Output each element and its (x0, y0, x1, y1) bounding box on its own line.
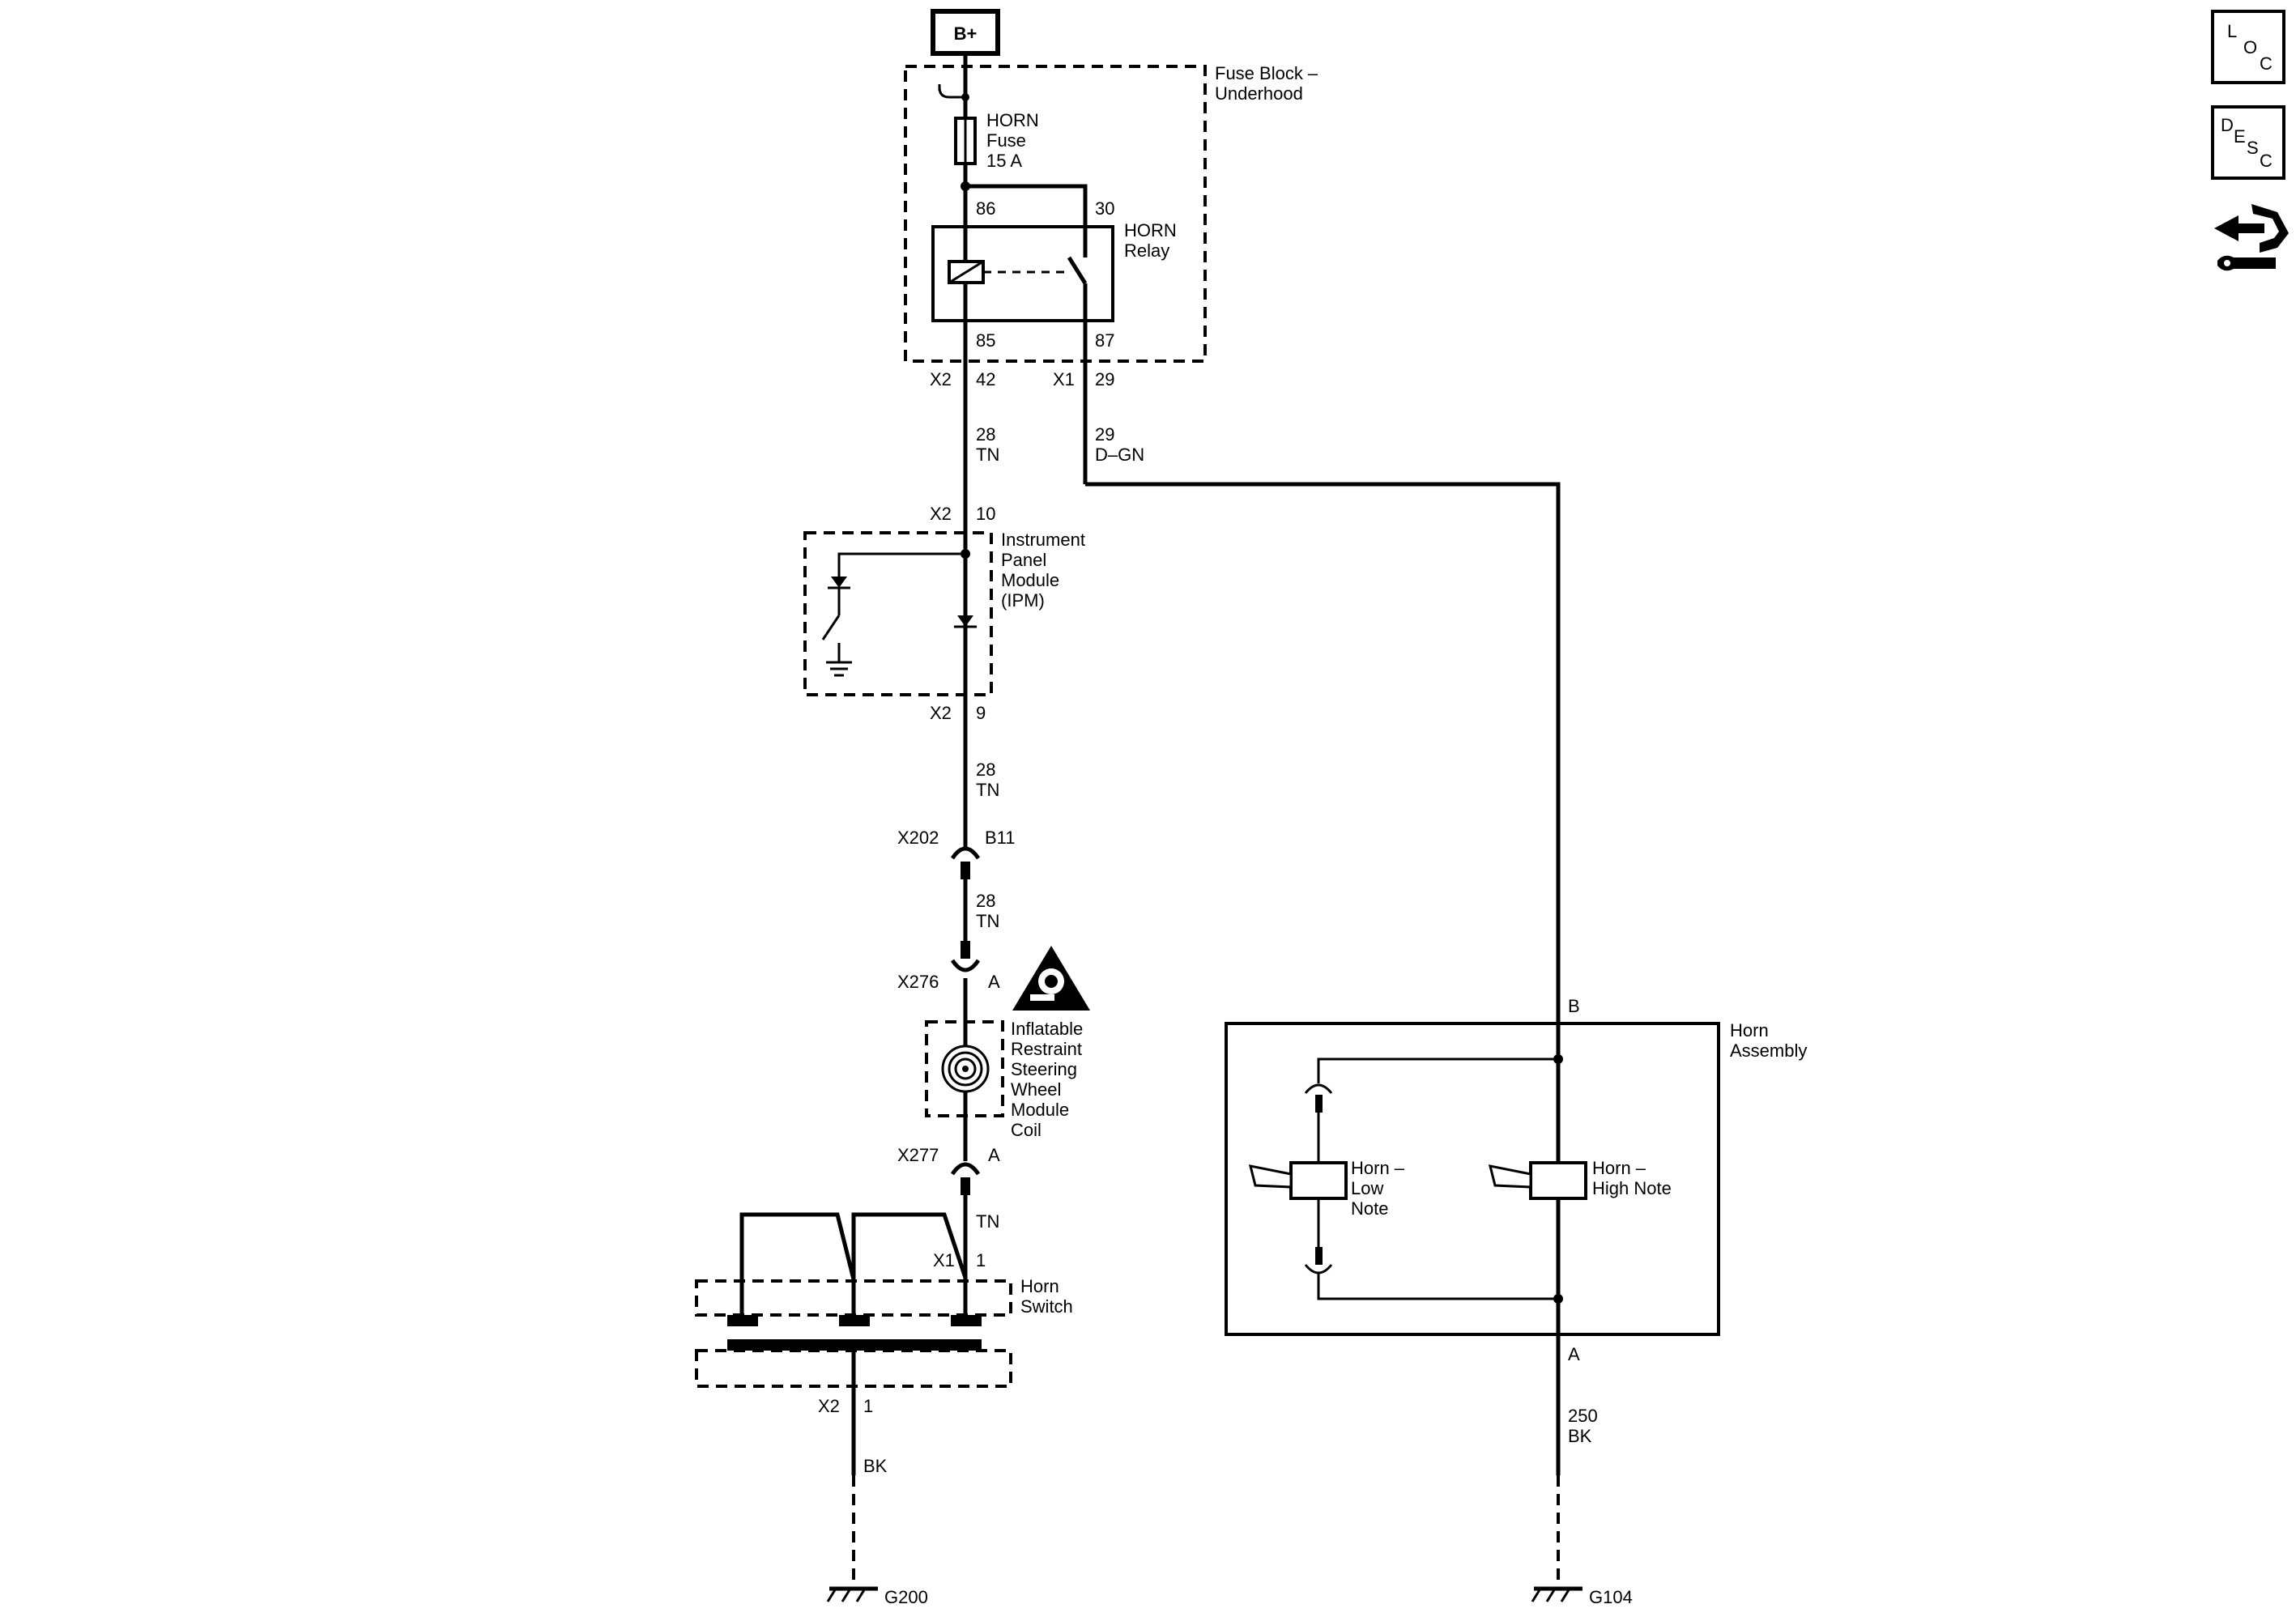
ipm-internal-ground-icon (826, 661, 852, 677)
ground-g200-label: G200 (884, 1587, 928, 1607)
wire-250-circuit: 250 (1568, 1406, 1598, 1426)
horn-low-note-label-3: Note (1351, 1198, 1388, 1219)
horn-switch-bottom-pin: 1 (863, 1396, 873, 1416)
horn-assembly-label-2: Assembly (1730, 1040, 1807, 1061)
connector-repair-button[interactable] (2209, 194, 2289, 283)
fuse-connector-symbol (938, 87, 965, 99)
steering-coil-outline (925, 1020, 1004, 1117)
description-button-letter-e: E (2234, 126, 2246, 147)
location-button[interactable]: L O C (2211, 10, 2285, 84)
x276-label: X276 (897, 972, 939, 992)
relay-label-1: HORN (1124, 220, 1177, 240)
description-button-letter-s: S (2247, 138, 2259, 158)
location-button-letter-o: O (2243, 37, 2257, 57)
x202-label: X202 (897, 828, 939, 848)
horn-high-note-label-1: Horn – (1592, 1158, 1646, 1178)
wire-28-circuit-2: 28 (976, 760, 995, 780)
horn-low-note-symbol (1248, 1083, 1348, 1274)
wire-28-color-2: TN (976, 780, 999, 800)
steering-coil-label-6: Coil (1011, 1120, 1042, 1140)
x277-label: X277 (897, 1145, 939, 1165)
fuse-block-x2-connector: X2 (930, 369, 952, 389)
steering-coil-label-2: Restraint (1011, 1039, 1082, 1059)
wire-28-color-1: TN (976, 445, 999, 465)
steering-coil-label-3: Steering (1011, 1059, 1077, 1079)
horn-switch-contact-2 (839, 1315, 870, 1326)
wire-29-circuit: 29 (1095, 424, 1114, 445)
horn-switch-bottom-connector: X2 (818, 1396, 840, 1416)
wire-29-dgn (1085, 482, 1561, 1023)
ipm-diode-left (831, 577, 847, 588)
battery-positive-label: B+ (954, 23, 978, 44)
wire-28-color-3: TN (976, 911, 999, 931)
relay-pin-30: 30 (1095, 198, 1114, 219)
horn-low-note-label-2: Low (1351, 1178, 1383, 1198)
ground-g104-icon (1531, 1586, 1582, 1602)
description-button-letter-d: D (2221, 115, 2234, 135)
horn-switch-label-1: Horn (1020, 1276, 1059, 1296)
ipm-outline (803, 531, 993, 696)
relay-pin-87: 87 (1095, 330, 1114, 351)
ground-g200-icon (826, 1586, 878, 1602)
ipm-label-4: (IPM) (1001, 590, 1045, 611)
horn-switch-top-connector: X1 (933, 1250, 955, 1270)
horn-assembly-label-1: Horn (1730, 1020, 1769, 1040)
fuse-block-title-1: Fuse Block – (1215, 63, 1318, 83)
relay-pin-85: 85 (976, 330, 995, 351)
connector-repair-icon (2214, 204, 2289, 271)
fuse-label-2: Fuse (986, 130, 1026, 151)
fuse-block-x1-connector: X1 (1053, 369, 1075, 389)
ipm-top-pin: 10 (976, 504, 995, 524)
steering-coil-label-5: Module (1011, 1100, 1069, 1120)
fuse-label-3: 15 A (986, 151, 1022, 171)
horn-switch-contact-1 (727, 1315, 758, 1326)
ipm-diode-right (957, 615, 973, 627)
fuse-block-title-2: Underhood (1215, 83, 1303, 104)
x277-pin: A (988, 1145, 1000, 1165)
location-button-letter-c: C (2260, 53, 2273, 74)
ipm-bottom-connector: X2 (930, 703, 952, 723)
relay-pin-86: 86 (976, 198, 995, 219)
horn-switch-contact-3 (951, 1315, 982, 1326)
connector-x276 (950, 941, 981, 972)
x202-pin: B11 (985, 828, 1016, 848)
horn-switch-top-pin: 1 (976, 1250, 986, 1270)
relay-label-2: Relay (1124, 240, 1169, 261)
horn-switch-wire-color: TN (976, 1211, 999, 1232)
wire-28-circuit-3: 28 (976, 891, 995, 911)
battery-positive-terminal: B+ (931, 9, 1000, 56)
x276-pin: A (988, 972, 1000, 992)
horn-low-note-label-1: Horn – (1351, 1158, 1405, 1178)
ground-g104-label: G104 (1589, 1587, 1633, 1607)
horn-high-note-label-2: High Note (1592, 1178, 1672, 1198)
steering-coil-label-4: Wheel (1011, 1079, 1061, 1100)
connector-x277 (950, 1162, 981, 1195)
ipm-label-3: Module (1001, 570, 1059, 590)
horn-switch-label-2: Switch (1020, 1296, 1073, 1317)
fuse-block-x2-pin: 42 (976, 369, 995, 389)
fuse-label-1: HORN (986, 110, 1039, 130)
airbag-warning-icon (1012, 946, 1090, 1011)
description-button-letter-c: C (2260, 151, 2273, 171)
ipm-label-1: Instrument (1001, 530, 1085, 550)
fuse-block-x1-pin: 29 (1095, 369, 1114, 389)
connector-x202 (950, 846, 981, 879)
ipm-top-connector: X2 (930, 504, 952, 524)
ipm-bottom-pin: 9 (976, 703, 986, 723)
fuse-block-outline (904, 65, 1207, 363)
wire-28-circuit-1: 28 (976, 424, 995, 445)
horn-assembly-pin-b: B (1568, 996, 1580, 1016)
steering-coil-label-1: Inflatable (1011, 1019, 1083, 1039)
horn-high-note-symbol (1488, 1161, 1587, 1200)
clockspring-coil-icon (941, 1045, 990, 1093)
description-button[interactable]: D E S C (2211, 105, 2285, 180)
ground-left-wire-color: BK (863, 1456, 888, 1476)
horn-assembly-pin-a: A (1568, 1344, 1580, 1364)
wire-250-color: BK (1568, 1426, 1592, 1446)
horn-switch-shorting-bar (727, 1339, 982, 1351)
wire-29-color: D–GN (1095, 445, 1144, 465)
ipm-label-2: Panel (1001, 550, 1046, 570)
location-button-letter-l: L (2227, 21, 2237, 41)
